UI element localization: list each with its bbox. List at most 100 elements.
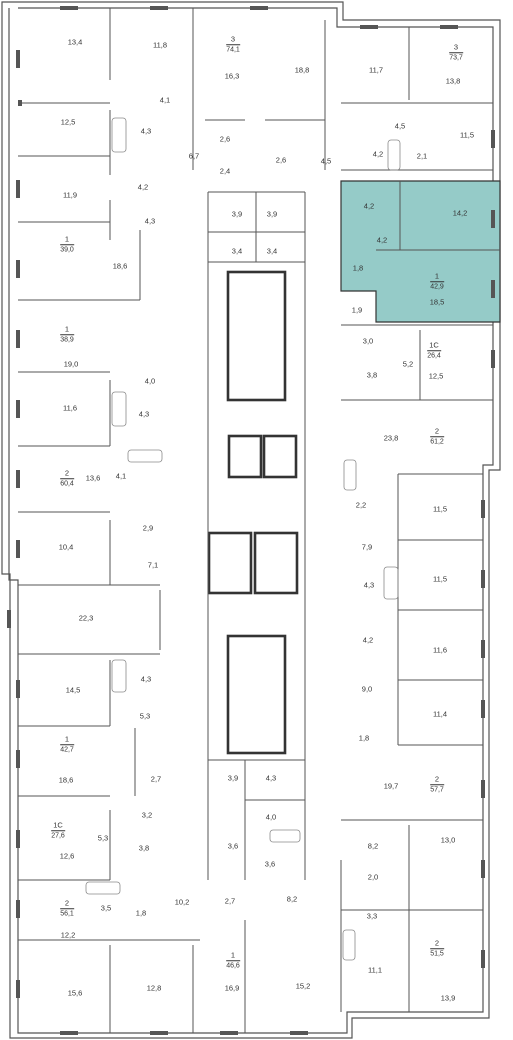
apartment-rooms: 2 — [434, 426, 440, 436]
room-area-label: 4,2 — [372, 149, 384, 159]
room-area-label: 4,1 — [159, 95, 171, 105]
room-area-label: 2,1 — [416, 151, 428, 161]
apartment-rooms: 2 — [434, 774, 440, 784]
room-area-label: 12,2 — [60, 930, 76, 940]
room-area-label: 2,6 — [219, 134, 231, 144]
room-area-label: 3,9 — [227, 773, 239, 783]
room-area-label: 15,6 — [67, 988, 83, 998]
apartment-rooms: 1 — [230, 950, 236, 960]
room-area-label: 3,4 — [231, 246, 243, 256]
room-area-label: 13,9 — [440, 993, 456, 1003]
apartment-area: 38,9 — [60, 333, 74, 343]
room-area-label: 11,8 — [152, 40, 168, 50]
apartment-rooms: 2 — [434, 938, 440, 948]
room-area-label: 10,4 — [58, 542, 74, 552]
room-area-label: 18,8 — [294, 65, 310, 75]
room-area-label: 5,3 — [139, 711, 151, 721]
room-area-label: 11,6 — [62, 403, 78, 413]
apartment-rooms: 1 — [64, 324, 70, 334]
room-area-label: 11,7 — [368, 65, 384, 75]
room-area-label: 12,5 — [60, 117, 76, 127]
apartment-area: 42,9 — [430, 280, 444, 290]
apartment-area: 27,6 — [51, 829, 65, 839]
room-area-label: 11,9 — [62, 190, 78, 200]
room-area-label: 4,2 — [137, 182, 149, 192]
room-area-label: 5,2 — [402, 359, 414, 369]
room-area-label: 1,8 — [135, 908, 147, 918]
room-area-label: 2,9 — [142, 523, 154, 533]
apartment-rooms: 3 — [453, 42, 459, 52]
room-area-label: 3,8 — [138, 843, 150, 853]
room-area-label: 2,7 — [224, 896, 236, 906]
room-area-label: 3,0 — [362, 336, 374, 346]
room-area-label: 15,2 — [295, 981, 311, 991]
room-area-label: 11,5 — [432, 504, 448, 514]
room-area-label: 3,9 — [231, 209, 243, 219]
room-area-label: 3,5 — [100, 903, 112, 913]
room-area-label: 3,8 — [366, 370, 378, 380]
room-area-label: 13,4 — [67, 37, 83, 47]
apartment-area: 26,4 — [427, 349, 441, 359]
apartment-area: 73,7 — [449, 51, 463, 61]
apartment-rooms: 2 — [64, 468, 70, 478]
room-area-label: 1,9 — [351, 305, 363, 315]
room-area-label: 4,2 — [363, 201, 375, 211]
room-area-label: 16,9 — [224, 983, 240, 993]
room-area-label: 1,8 — [358, 733, 370, 743]
room-area-label: 4,1 — [115, 471, 127, 481]
room-area-label: 14,5 — [65, 685, 81, 695]
room-area-label: 12,8 — [146, 983, 162, 993]
room-area-label: 7,9 — [361, 542, 373, 552]
apartment-area: 46,6 — [226, 959, 240, 969]
apartment-area: 51,5 — [430, 947, 444, 957]
room-area-label: 14,2 — [452, 208, 468, 218]
room-area-label: 3,6 — [264, 859, 276, 869]
room-area-label: 4,0 — [144, 376, 156, 386]
apartment-area: 39,0 — [60, 243, 74, 253]
room-area-label: 3,9 — [266, 209, 278, 219]
room-area-label: 13,0 — [440, 835, 456, 845]
room-area-label: 10,2 — [174, 897, 190, 907]
room-area-label: 12,6 — [59, 851, 75, 861]
room-area-label: 11,5 — [459, 130, 475, 140]
room-area-label: 4,3 — [140, 126, 152, 136]
room-area-label: 3,2 — [141, 810, 153, 820]
room-area-label: 11,4 — [432, 709, 448, 719]
apartment-rooms: 1 — [64, 734, 70, 744]
room-area-label: 2,6 — [275, 155, 287, 165]
room-area-label: 12,5 — [428, 371, 444, 381]
apartment-rooms: 1 — [434, 271, 440, 281]
room-area-label: 4,3 — [138, 409, 150, 419]
apartment-area: 61,2 — [430, 435, 444, 445]
room-area-label: 11,1 — [367, 965, 383, 975]
room-area-label: 5,3 — [97, 833, 109, 843]
room-area-label: 2,7 — [150, 774, 162, 784]
room-area-label: 4,3 — [140, 674, 152, 684]
room-area-label: 9,0 — [361, 684, 373, 694]
room-area-label: 4,2 — [362, 635, 374, 645]
apartment-rooms: 1С — [429, 340, 439, 350]
room-area-label: 2,0 — [367, 872, 379, 882]
room-area-label: 18,5 — [429, 297, 445, 307]
apartment-rooms: 1 — [64, 234, 70, 244]
room-area-label: 3,3 — [366, 911, 378, 921]
apartment-area: 60,4 — [60, 477, 74, 487]
room-area-label: 18,6 — [112, 261, 128, 271]
room-area-label: 19,0 — [63, 359, 79, 369]
room-area-label: 4,3 — [363, 580, 375, 590]
